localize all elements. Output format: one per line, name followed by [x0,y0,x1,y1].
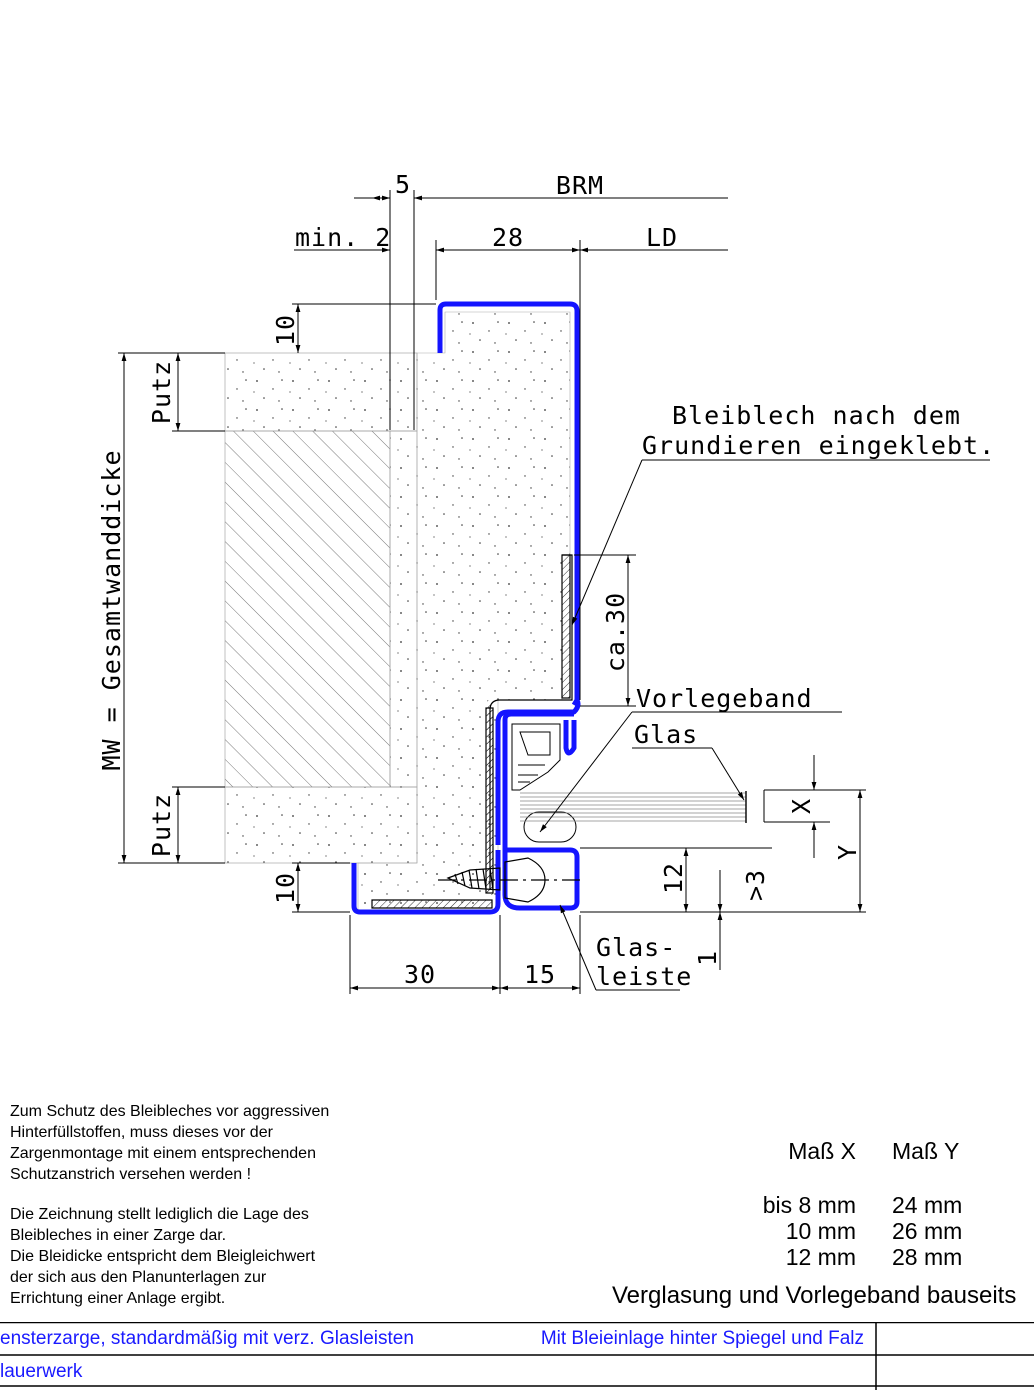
lead-sheet [351,301,581,915]
table-cell-x: bis 8 mm [762,1192,856,1218]
note-protection: Zum Schutz des Bleibleches vor aggressiv… [10,1101,390,1185]
dim-5: 5 [395,170,411,199]
glazing-note: Verglasung und Vorlegeband bauseits [612,1282,1017,1309]
title-block: ensterzarge, standardmäßig mit verz. Gla… [0,1322,1034,1390]
table-cell-x: 12 mm [785,1244,856,1270]
note-line: Zargenmontage mit einem entsprechenden [10,1145,316,1162]
dimension-lines [118,190,866,994]
table-header-x: Maß X [788,1138,856,1164]
footer-row2-left: lauerwerk [0,1361,83,1382]
label-vorlegeband: Vorlegeband [636,684,813,713]
table-cell-x: 10 mm [785,1218,856,1244]
frame-section-drawing: 5 BRM min. 2 28 LD 10 Putz MW = Gesamtwa… [97,170,995,994]
label-bleiblech-line2: Grundieren eingeklebt. [642,431,995,460]
note-line: Die Bleidicke entspricht dem Bleigleichw… [10,1248,316,1265]
label-glasleiste-line1: Glas- [596,933,676,962]
note-line: Errichtung einer Anlage ergibt. [10,1290,226,1307]
dim-ca30: ca.30 [601,592,630,672]
steel-frame-profile [371,554,573,909]
note-line: Die Zeichnung stellt lediglich die Lage … [10,1206,309,1223]
dim-x: X [787,798,816,814]
dim-brm: BRM [556,171,604,200]
masonry-hatch [224,430,418,788]
dim-min2: min. 2 [295,223,391,252]
dim-putz-top: Putz [147,360,176,424]
gasket-detail [511,723,577,843]
label-bleiblech-line1: Bleiblech nach dem [672,401,961,430]
label-glasleiste-line2: leiste [596,962,692,991]
dim-y: Y [833,844,862,860]
table-cell-y: 28 mm [892,1244,963,1270]
footer-row1-left: ensterzarge, standardmäßig mit verz. Gla… [0,1328,414,1349]
note-line: Schutzanstrich versehen werden ! [10,1166,252,1183]
note-line: Bleibleches in einer Zarge dar. [10,1227,227,1244]
table-cell-y: 26 mm [892,1218,963,1244]
footer-row1-right: Mit Bleieinlage hinter Spiegel und Falz [540,1328,864,1349]
dim-12: 12 [659,862,688,894]
dim-mw: MW = Gesamtwanddicke [97,449,126,770]
dim-putz-bottom: Putz [147,793,176,857]
dim-15: 15 [524,960,556,989]
dim-30: 30 [404,960,436,989]
title-block-lines [0,1322,1034,1390]
note-line: Zum Schutz des Bleibleches vor aggressiv… [10,1103,330,1120]
plaster-bottom [224,786,418,864]
dim-28: 28 [492,223,524,252]
leader-lines [539,459,990,991]
plaster-top [224,352,418,432]
note-line: Hinterfüllstoffen, muss dieses vor der [10,1124,273,1141]
note-lead-position: Die Zeichnung stellt lediglich die Lage … [10,1204,390,1309]
table-cell-y: 24 mm [892,1192,963,1218]
dim-1: 1 [693,950,722,966]
screw [438,857,585,903]
table-column-y: Maß Y 24 mm 26 mm 28 mm [892,1138,1022,1278]
glass-pane [520,791,747,823]
note-line: der sich aus den Planunterlagen zur [10,1269,267,1286]
dim-ld: LD [646,223,678,252]
dim-10-top: 10 [271,314,300,346]
label-glas: Glas [634,720,698,749]
dim-10-bottom: 10 [271,872,300,904]
dim-ge3: >3 [741,869,770,901]
table-column-x: Maß X bis 8 mm 10 mm 12 mm [690,1138,856,1278]
table-header-y: Maß Y [892,1138,960,1164]
